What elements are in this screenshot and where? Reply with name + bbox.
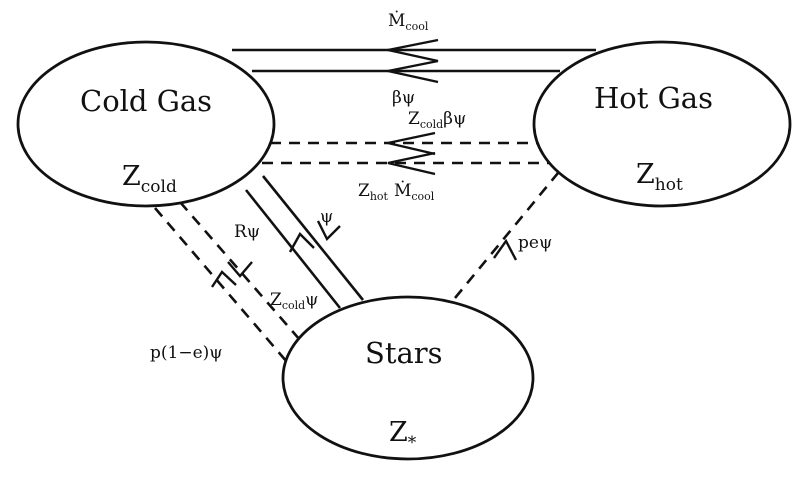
label-beta-psi: βψ [392, 88, 415, 108]
metal-reheat-arrow-head [387, 131, 436, 156]
label-pe-psi: peψ [518, 233, 552, 253]
hot-gas-title: Hot Gas [594, 81, 713, 115]
label-r-psi: Rψ [234, 222, 260, 242]
label-zcold-beta-psi: Zcoldβψ [408, 109, 466, 131]
label-mdot-cool: Ṁcool [388, 10, 429, 33]
hot-metal-dashed-line [453, 172, 560, 299]
metal-lock-dashed-line [179, 201, 301, 341]
hot-metal-arrow-head [493, 238, 518, 261]
recycling-arrow-head [288, 232, 315, 253]
cold-gas-title: Cold Gas [80, 84, 212, 118]
cold-gas-metallicity: Zcold [122, 161, 177, 197]
recycling-line [261, 175, 365, 301]
stars-title: Stars [365, 336, 443, 370]
star-formation-arrow-head [316, 220, 341, 242]
metal-lock-arrow-head [227, 261, 253, 278]
metal-yield-dashed-line [154, 207, 288, 363]
stars-node [281, 295, 535, 461]
reheat-arrow-head [387, 59, 439, 84]
label-zcold-psi: Zcoldψ [270, 290, 319, 312]
hot-gas-metallicity: Zhot [636, 159, 683, 195]
stars-metallicity: Z* [389, 417, 417, 453]
hot-gas-node [532, 40, 792, 208]
metal-yield-arrow-head [211, 270, 237, 288]
cooling-arrow-head [387, 38, 439, 63]
label-p1e-psi: p(1−e)ψ [150, 343, 223, 363]
metal-cooling-arrow-head [387, 151, 436, 176]
label-psi: ψ [320, 207, 333, 227]
cold-gas-node [16, 40, 276, 208]
